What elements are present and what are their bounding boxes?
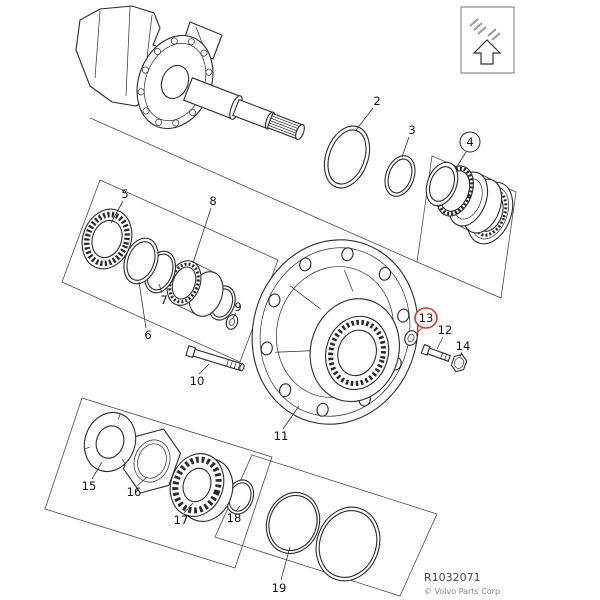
callout-label-15[interactable]: 15 — [82, 479, 97, 493]
callout-label-6[interactable]: 6 — [144, 328, 151, 342]
callout-label-16[interactable]: 16 — [127, 485, 142, 499]
left-bearing-group-drawing — [81, 208, 239, 330]
callout-16[interactable]: 16 — [127, 476, 148, 499]
callout-label-10[interactable]: 10 — [190, 374, 205, 388]
part-14-nut-drawing — [450, 353, 468, 373]
callout-label-4[interactable]: 4 — [466, 135, 473, 149]
bearing-group-box — [61, 179, 279, 363]
callout-highlight-circle-13[interactable] — [414, 307, 438, 329]
callout-3[interactable]: 3 — [401, 123, 416, 158]
part-19-oring-large — [315, 506, 381, 582]
callout-5[interactable]: 5 — [110, 187, 129, 224]
callout-6[interactable]: 6 — [138, 281, 152, 342]
callout-label-2[interactable]: 2 — [373, 94, 380, 108]
callout-label-8[interactable]: 8 — [209, 194, 216, 208]
callout-label-11[interactable]: 11 — [274, 429, 289, 443]
part-12-bolt-drawing — [420, 343, 451, 362]
oring-group-box — [214, 454, 438, 597]
up-arrow-icon[interactable] — [472, 39, 502, 65]
callout-9[interactable]: 9 — [232, 300, 242, 319]
callout-15[interactable]: 15 — [82, 461, 103, 493]
part-11-hub-drawing — [251, 239, 419, 425]
callout-8[interactable]: 8 — [192, 194, 217, 264]
part-9-nut — [225, 314, 239, 330]
callout-10[interactable]: 10 — [190, 363, 210, 388]
callout-7[interactable]: 7 — [158, 283, 168, 307]
callout-12[interactable]: 12 — [436, 323, 453, 350]
part-2-retaining-ring-drawing — [323, 125, 371, 189]
callout-circle-4[interactable] — [459, 131, 481, 153]
callout-4[interactable]: 4 — [455, 131, 481, 169]
part-5-needle-bearing — [81, 208, 133, 270]
part-19-oring — [265, 491, 321, 555]
callout-17[interactable]: 17 — [174, 502, 194, 527]
callout-label-5[interactable]: 5 — [121, 187, 128, 201]
callout-label-7[interactable]: 7 — [160, 293, 167, 307]
callout-label-13[interactable]: 13 — [419, 311, 434, 325]
callouts: 2 3 4 5 8 7 6 9 — [82, 94, 481, 595]
drawing-number: R1032071 — [424, 571, 481, 584]
shaft-splines — [268, 115, 302, 138]
part-17-bearing — [169, 453, 225, 517]
locknut-group-box — [44, 397, 273, 569]
callout-14[interactable]: 14 — [456, 339, 471, 358]
callout-label-19[interactable]: 19 — [272, 581, 287, 595]
callout-label-17[interactable]: 17 — [174, 513, 189, 527]
bottom-group-drawing — [83, 411, 381, 582]
part-4-seal-bearing-assembly-drawing — [425, 161, 514, 245]
callout-label-9[interactable]: 9 — [234, 300, 241, 314]
small-parts-icon — [469, 18, 501, 41]
part-15-lock-washer — [83, 411, 137, 473]
callout-label-12[interactable]: 12 — [438, 323, 453, 337]
callout-label-3[interactable]: 3 — [408, 123, 415, 137]
axle-housing-drawing — [75, 5, 305, 141]
axis-boundary-line — [89, 117, 418, 263]
part-10-stud-drawing — [185, 345, 245, 372]
axle-flange — [136, 34, 214, 130]
callout-2[interactable]: 2 — [355, 94, 381, 131]
axle-shaft — [182, 77, 305, 141]
part-13-plug-drawing — [404, 330, 418, 346]
copyright-text: © Volvo Parts Corp — [424, 587, 500, 596]
legend-box[interactable] — [460, 6, 515, 74]
part-3-oring-drawing — [384, 155, 416, 197]
footer: R1032071 © Volvo Parts Corp — [424, 571, 500, 596]
callout-label-14[interactable]: 14 — [456, 339, 471, 353]
callout-11[interactable]: 11 — [274, 405, 300, 443]
callout-label-18[interactable]: 18 — [227, 511, 242, 525]
callout-19[interactable]: 19 — [272, 546, 291, 595]
part-6-ring — [123, 237, 159, 285]
callout-18[interactable]: 18 — [227, 505, 242, 525]
callout-13-highlighted[interactable]: 13 — [414, 307, 438, 335]
